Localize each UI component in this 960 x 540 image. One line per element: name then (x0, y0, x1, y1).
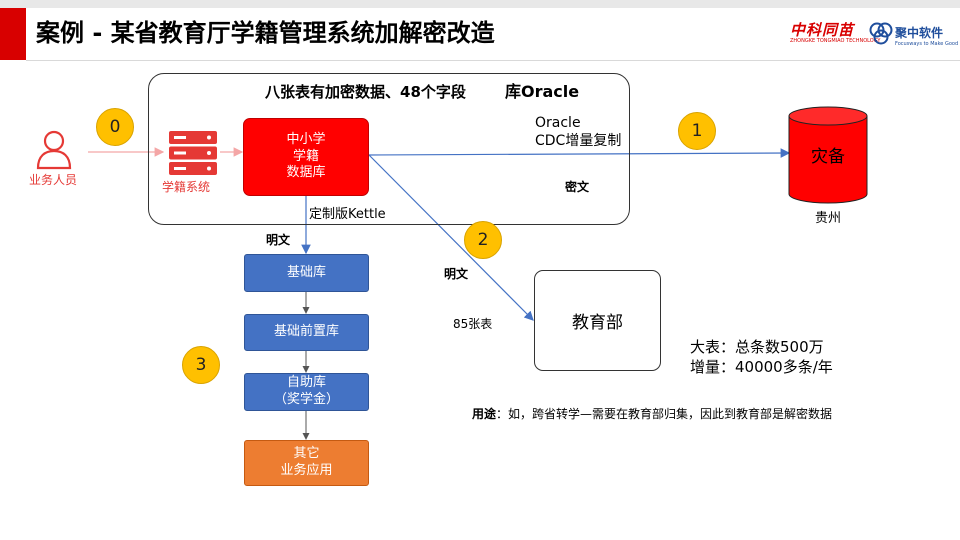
usage-text: ：如，跨省转学—需要在教育部归集，因此到教育部是解密数据 (496, 407, 833, 421)
pipeline-box-label: 业务应用 (280, 463, 333, 478)
plain-label-mid: 明文 (444, 267, 469, 281)
pipeline-box-selfservice: 自助库 （奖学金） (244, 373, 369, 411)
top-bar (0, 0, 960, 8)
juzhong-logo-subtext: Focusways to Make Good (895, 41, 959, 47)
server-icon (169, 131, 217, 175)
page-title: 案例 - 某省教育厅学籍管理系统加解密改造 (36, 19, 495, 47)
pipeline-box-other-apps: 其它 业务应用 (244, 440, 369, 486)
cipher-label: 密文 (565, 180, 590, 194)
step-2-badge: 2 (464, 221, 502, 259)
cdc-label-line2: CDC增量复制 (535, 133, 622, 149)
step-1-badge: 1 (678, 112, 716, 150)
db-box-line: 学籍 (292, 148, 319, 164)
pipeline-box-label: （奖学金） (273, 392, 339, 407)
pipeline-box-label: 自助库 (286, 375, 326, 391)
zhongke-logo-subtext: ZHONGKE TONGMIAO TECHNOLOGY (790, 38, 881, 44)
juzhong-logo: 聚中软件 Focusways to Make Good (868, 21, 960, 51)
source-database-box: 中小学 学籍 数据库 (243, 118, 369, 196)
pipeline-box-label: 基础前置库 (273, 324, 339, 340)
title-divider (26, 60, 960, 61)
pipeline-box-base: 基础库 (244, 254, 369, 292)
region-caption: 八张表有加密数据、48个字段 (265, 83, 466, 101)
pipeline-box-label: 其它 (293, 446, 320, 462)
usage-note: 用途：如，跨省转学—需要在教育部归集，因此到教育部是解密数据 (472, 407, 832, 421)
cdc-arrow (368, 148, 791, 158)
ministry-label: 教育部 (572, 313, 623, 333)
ministry-box: 教育部 (534, 270, 661, 371)
juzhong-logo-text: 聚中软件 (895, 26, 944, 40)
tables-label: 85张表 (453, 317, 493, 331)
region-db-label: 库Oracle (505, 82, 580, 101)
kettle-label: 定制版Kettle (309, 207, 386, 222)
plain-label-left: 明文 (266, 233, 291, 247)
zhongke-logo-text: 中科同苗 (790, 21, 855, 39)
user-icon (36, 130, 72, 170)
backup-label: 灾备 (811, 147, 845, 167)
step-3-badge: 3 (182, 346, 220, 384)
source-system-region (148, 73, 630, 225)
stats-line1: 大表：总条数500万 (690, 338, 824, 356)
database-cylinder-icon (788, 106, 868, 204)
usage-prefix: 用途 (472, 407, 497, 421)
edu-arrow (368, 154, 534, 321)
system-label: 学籍系统 (162, 180, 211, 194)
db-box-line: 数据库 (286, 165, 326, 181)
stats-line2: 增量：40000多条/年 (690, 358, 833, 376)
juzhong-logo-icon (869, 22, 893, 45)
db-box-line: 中小学 (286, 131, 326, 147)
pipeline-box-label: 基础库 (286, 264, 326, 280)
pipeline-box-front: 基础前置库 (244, 314, 369, 351)
step-0-badge: 0 (96, 108, 134, 146)
user-label: 业务人员 (29, 173, 78, 187)
title-accent-bar (0, 8, 26, 60)
zhongke-logo: 中科同苗 ZHONGKE TONGMIAO TECHNOLOGY (790, 21, 881, 48)
backup-location: 贵州 (815, 211, 842, 226)
cdc-label-line1: Oracle (535, 115, 581, 131)
